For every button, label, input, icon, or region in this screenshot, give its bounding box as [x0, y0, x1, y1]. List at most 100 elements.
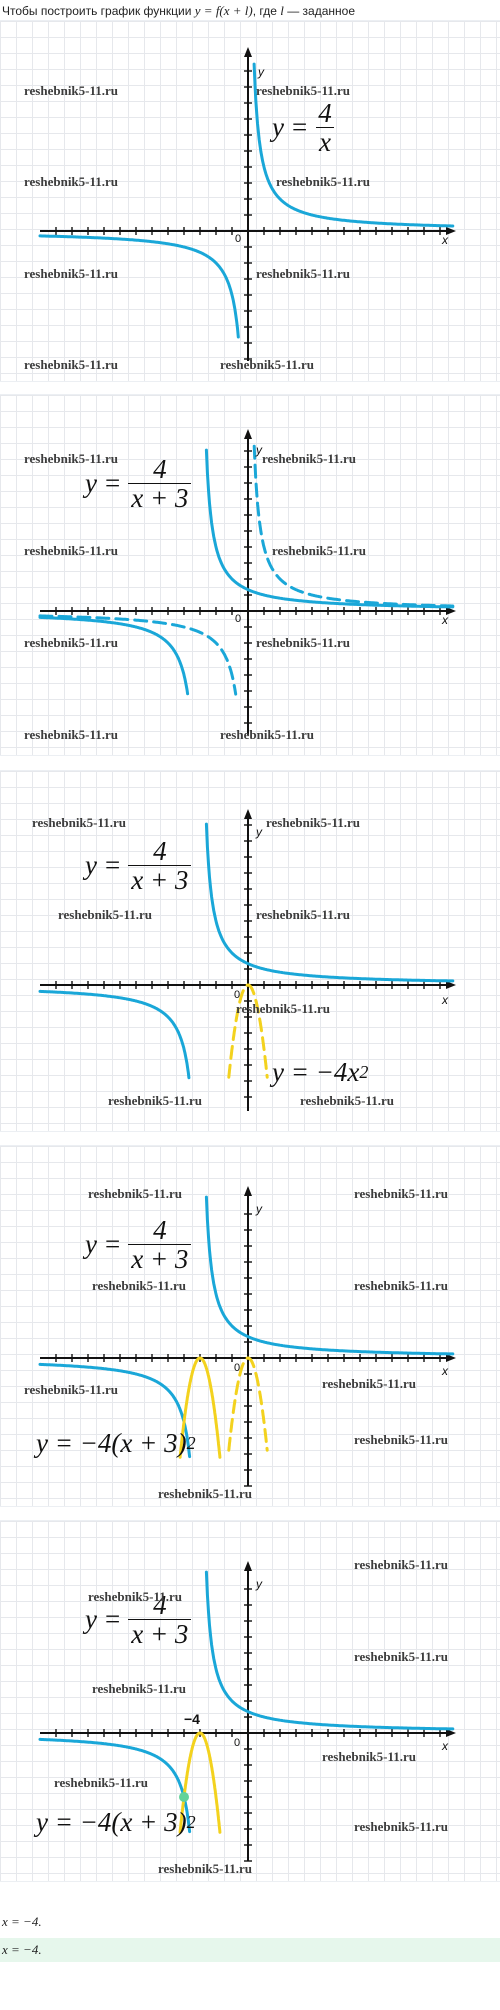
graph-5-svg — [38, 1561, 456, 1862]
y-axis-arrow — [244, 1186, 252, 1196]
shifted-hyperbola-left-branch — [38, 1362, 192, 1459]
watermark: reshebnik5-11.ru — [24, 543, 119, 558]
parabola-dashed — [227, 983, 269, 1079]
watermark: reshebnik5-11.ru — [236, 1001, 331, 1016]
vertex-tick-label: −4 — [184, 1711, 200, 1727]
origin-label: 0 — [234, 989, 241, 1001]
watermark: reshebnik5-11.ru — [262, 451, 357, 466]
watermark: reshebnik5-11.ru — [272, 543, 367, 558]
formula-shifted-parabola: y = −4(x + 3)2 — [36, 1428, 196, 1458]
watermark: reshebnik5-11.ru — [24, 727, 119, 742]
watermark: reshebnik5-11.ru — [276, 174, 371, 189]
answer-line-1: x = −4. — [2, 1914, 42, 1929]
y-axis-label: y — [258, 65, 264, 79]
watermark: reshebnik5-11.ru — [256, 83, 351, 98]
watermark: reshebnik5-11.ru — [58, 907, 153, 922]
y-axis-arrow — [244, 809, 252, 819]
y-axis-label: y — [256, 825, 262, 839]
y-axis-arrow — [244, 429, 252, 439]
origin-label: 0 — [234, 1737, 241, 1749]
watermark: reshebnik5-11.ru — [354, 1557, 449, 1572]
watermark: reshebnik5-11.ru — [256, 266, 351, 281]
shifted-hyperbola-left-branch — [38, 989, 191, 1080]
x-axis-label: x — [442, 613, 448, 627]
watermark: reshebnik5-11.ru — [24, 451, 119, 466]
x-axis-arrow — [446, 1729, 456, 1737]
x-axis-label: x — [442, 1739, 448, 1753]
watermark: reshebnik5-11.ru — [354, 1649, 449, 1664]
watermark: reshebnik5-11.ru — [220, 357, 315, 372]
shifted-parabola — [178, 1356, 222, 1459]
watermark: reshebnik5-11.ru — [24, 174, 119, 189]
y-axis-arrow — [244, 1561, 252, 1571]
watermark: reshebnik5-11.ru — [24, 1382, 119, 1397]
formula-shifted-parabola: y = −4(x + 3)2 — [36, 1807, 196, 1837]
graph-2-svg — [38, 429, 456, 735]
answer-line-2: x = −4. — [0, 1938, 500, 1962]
shifted-hyperbola-right-branch — [204, 1195, 455, 1356]
watermark: reshebnik5-11.ru — [24, 635, 119, 650]
watermark: reshebnik5-11.ru — [88, 1186, 183, 1201]
watermark: reshebnik5-11.ru — [92, 1278, 187, 1293]
watermark: reshebnik5-11.ru — [256, 635, 351, 650]
watermark: reshebnik5-11.ru — [354, 1432, 449, 1447]
watermark: reshebnik5-11.ru — [322, 1376, 417, 1391]
shifted-hyperbola-right-branch — [204, 1570, 455, 1731]
graph-1-svg — [38, 47, 456, 361]
x-axis-label: x — [442, 993, 448, 1007]
x-axis-arrow — [446, 981, 456, 989]
watermark: reshebnik5-11.ru — [158, 1861, 253, 1876]
intro-var: l — [280, 3, 284, 18]
hyperbola-right-branch — [252, 62, 455, 228]
shifted-hyperbola-left-branch — [38, 1737, 192, 1834]
y-axis-label: y — [256, 1202, 262, 1216]
watermark: reshebnik5-11.ru — [300, 1093, 395, 1108]
shifted-hyperbola-right-branch — [204, 448, 455, 609]
intro-text: Чтобы построить график функции y = f(x +… — [2, 3, 356, 18]
watermark: reshebnik5-11.ru — [54, 1775, 149, 1790]
y-axis-label: y — [256, 1577, 262, 1591]
watermark: reshebnik5-11.ru — [220, 727, 315, 742]
watermark: reshebnik5-11.ru — [88, 1589, 183, 1604]
parabola-dashed — [227, 1356, 269, 1452]
shifted-parabola — [178, 1731, 222, 1834]
watermark: reshebnik5-11.ru — [108, 1093, 203, 1108]
watermark: reshebnik5-11.ru — [24, 357, 119, 372]
origin-label: 0 — [234, 1362, 241, 1374]
watermark: reshebnik5-11.ru — [354, 1819, 449, 1834]
watermark: reshebnik5-11.ru — [32, 815, 127, 830]
hyperbola-left-branch — [38, 234, 240, 339]
watermark: reshebnik5-11.ru — [354, 1186, 449, 1201]
shifted-hyperbola-left-branch — [38, 615, 190, 696]
watermark: reshebnik5-11.ru — [322, 1749, 417, 1764]
origin-label: 0 — [235, 233, 242, 245]
x-axis-label: x — [442, 233, 448, 247]
x-axis-arrow — [446, 1354, 456, 1362]
x-axis-arrow — [446, 227, 456, 235]
y-axis-label: y — [256, 443, 262, 457]
base-hyperbola-left-dashed — [38, 614, 238, 696]
intersection-point — [179, 1792, 189, 1802]
graph-3-svg — [38, 809, 456, 1111]
watermark: reshebnik5-11.ru — [354, 1278, 449, 1293]
base-hyperbola-right-dashed — [252, 444, 455, 608]
watermark: reshebnik5-11.ru — [24, 266, 119, 281]
shifted-hyperbola-right-branch — [204, 822, 455, 983]
watermark: reshebnik5-11.ru — [256, 907, 351, 922]
watermark: reshebnik5-11.ru — [92, 1681, 187, 1696]
graph-4-svg — [38, 1186, 456, 1487]
watermark: reshebnik5-11.ru — [266, 815, 361, 830]
y-axis-arrow — [244, 47, 252, 57]
origin-label: 0 — [235, 613, 242, 625]
